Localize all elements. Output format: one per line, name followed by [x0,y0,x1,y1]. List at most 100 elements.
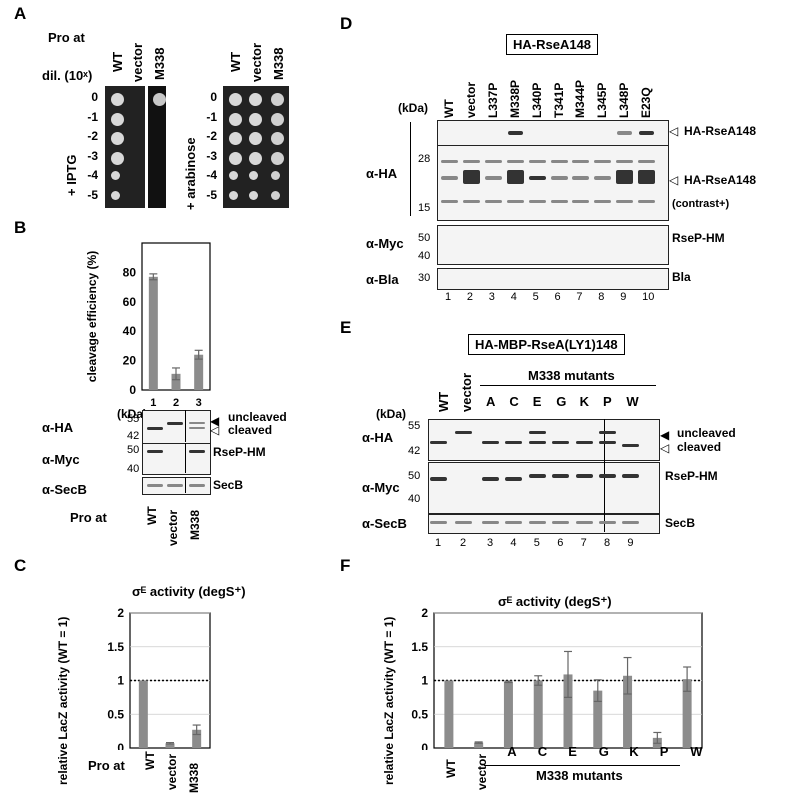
e-ha-cleaved [599,441,616,444]
e-lane-number: 4 [510,537,517,549]
e-lane-vector: vector [459,372,474,412]
panel-label-a: A [14,4,27,23]
bar [623,675,633,748]
d-m30: 30 [418,272,431,284]
bar [138,680,148,748]
bar [165,743,175,748]
e-mutant-header: G [556,394,567,409]
e-secb-band [528,521,546,524]
colony-spot [111,151,124,165]
f-chart: 00.511.52 [411,606,703,750]
e-myc-band [575,474,593,478]
e-mutant-header: K [579,394,589,409]
d-band-upper [638,160,656,163]
e-myc-band [482,477,499,481]
e-uncleaved: uncleaved [677,426,736,440]
a-dil-0: 0 [91,90,98,104]
colony-spot [229,112,242,126]
d-lane-number: 3 [488,291,495,303]
e-myc-band [528,474,546,478]
bar [563,674,573,748]
d-band-main [616,170,634,184]
colony-spot [271,132,284,145]
a-rdil-5: -5 [206,187,217,202]
e-secb-band [575,521,593,524]
f-x-label: E [568,744,577,759]
y-axis-label: cleavage efficiency (%) [85,251,99,382]
colony-spot [111,171,120,180]
d-band-main [441,176,458,180]
e-myc-band [622,474,640,478]
b-cleaved: cleaved [228,423,273,437]
b-ha-divider [185,410,186,442]
b-uncleaved-arrow: ◀ [210,414,220,428]
d-band-upper [484,160,502,163]
d-band-upper [550,160,568,163]
x-tick-label: 3 [196,397,202,409]
d-m50: 50 [418,232,431,244]
e-lane-number: 1 [435,537,442,549]
d-band-main [550,176,568,180]
d-band-top [507,131,523,135]
e-myc-label: α-Myc [362,480,400,495]
d-band1-label: HA-RseA148 [684,124,757,138]
panel-label-d: D [340,14,353,33]
y-tick-label: 20 [123,354,137,368]
d-lane-number: 7 [576,291,583,303]
d-myc-blot [437,225,669,265]
a-left-dilutions: 0 -1 -2 -3 -4 -5 [84,88,98,205]
d-lane-header: M344P [573,79,588,118]
a-dil: dil. (10ˣ) [42,68,93,83]
d-ha-bracket [410,122,411,216]
d-band-upper [594,160,612,163]
a-dil-2: -2 [87,129,98,143]
e-ha-uncleaved [455,431,472,434]
a-dil-5: -5 [87,187,98,202]
b-m40: 40 [127,463,140,475]
d-bla-label: α-Bla [366,272,399,287]
y-tick-label: 0 [117,741,124,750]
a-left-strain-m338: M338 [152,47,167,80]
d-band-top [617,131,633,135]
f-x-label: A [507,744,517,759]
d-lane-header: L348P [617,82,632,118]
d-band-main [528,176,546,180]
bar [503,681,513,748]
d-lane-number: 2 [466,291,474,303]
bar [533,680,543,748]
e-mutant-header: A [486,394,496,409]
d-band-bottom [616,200,634,203]
x-tick-label: 1 [150,397,156,409]
a-dil-4: -4 [87,168,98,182]
e-lane-number: 3 [487,537,494,549]
f-mutants-label: M338 mutants [536,768,623,783]
e-secb-band [599,521,616,524]
colony-spot [271,151,284,165]
d-band-main [506,170,524,184]
c-title: σᴱ activity (degS⁺) [132,584,246,599]
e-title: HA-MBP-RseA(LY1)148 [468,334,625,355]
b-ha-label: α-HA [42,420,74,435]
bar [682,679,692,748]
e-secb-band [430,521,447,524]
d-lane-header: T341P [551,82,566,118]
b-ha-band-3a [189,422,205,424]
f-ylabel: relative LacZ activity (WT = 1) [382,616,396,785]
c-pro-at: Pro at [88,758,125,773]
a-rdil-2: -2 [206,129,217,143]
d-title: HA-RseA148 [506,34,599,55]
x-tick-label: 2 [173,397,179,409]
e-cleaved: cleaved [677,440,722,454]
d-lane-number: 10 [642,291,655,303]
b-ha-band-1 [147,427,163,430]
c-x-label: vector [165,753,179,790]
y-tick-label: 0 [421,741,428,750]
f-mutants-line [484,765,680,766]
colony-spot [111,93,124,106]
e-myc-band [552,474,570,478]
b-m42: 42 [127,430,140,442]
a-arabinose-label: + arabinose [183,137,198,210]
colony-spot [249,171,258,180]
e-m50: 50 [408,470,421,482]
